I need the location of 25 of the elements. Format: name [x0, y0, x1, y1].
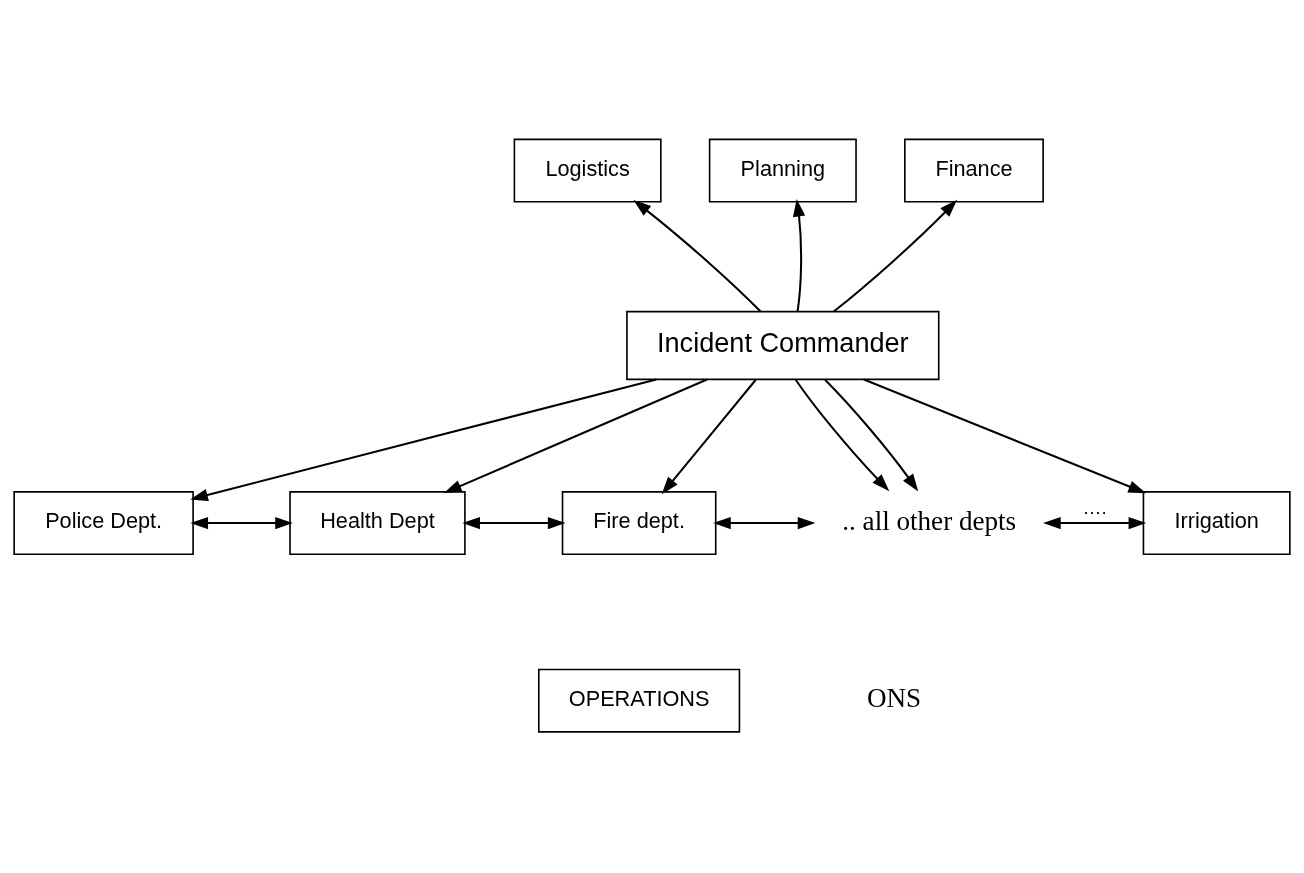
arrow [443, 378, 708, 493]
node-box: Health Dept [289, 490, 466, 555]
arrow [713, 516, 816, 529]
node-box: Logistics [513, 138, 662, 203]
node-box: Fire dept. [561, 490, 717, 555]
node-box: Incident Commander [626, 310, 940, 380]
label: ONS [866, 682, 922, 713]
node-box: Irrigation [1142, 490, 1291, 555]
arrow [190, 377, 657, 501]
arrow [462, 516, 566, 529]
node-box: Planning [708, 138, 857, 203]
arrow [633, 199, 762, 312]
node-box: Finance [904, 138, 1044, 203]
edge-label: …. [1082, 496, 1107, 518]
arrow [794, 378, 890, 491]
arrow [833, 199, 958, 312]
arrow [863, 378, 1147, 493]
arrow [661, 378, 757, 494]
arrow [190, 516, 293, 529]
node-box: OPERATIONS [538, 668, 741, 733]
node-text: .. all other depts [842, 505, 1017, 536]
arrow [792, 198, 806, 312]
arrow [1043, 516, 1147, 529]
node-box: Police Dept. [13, 490, 194, 555]
arrow [824, 378, 919, 491]
